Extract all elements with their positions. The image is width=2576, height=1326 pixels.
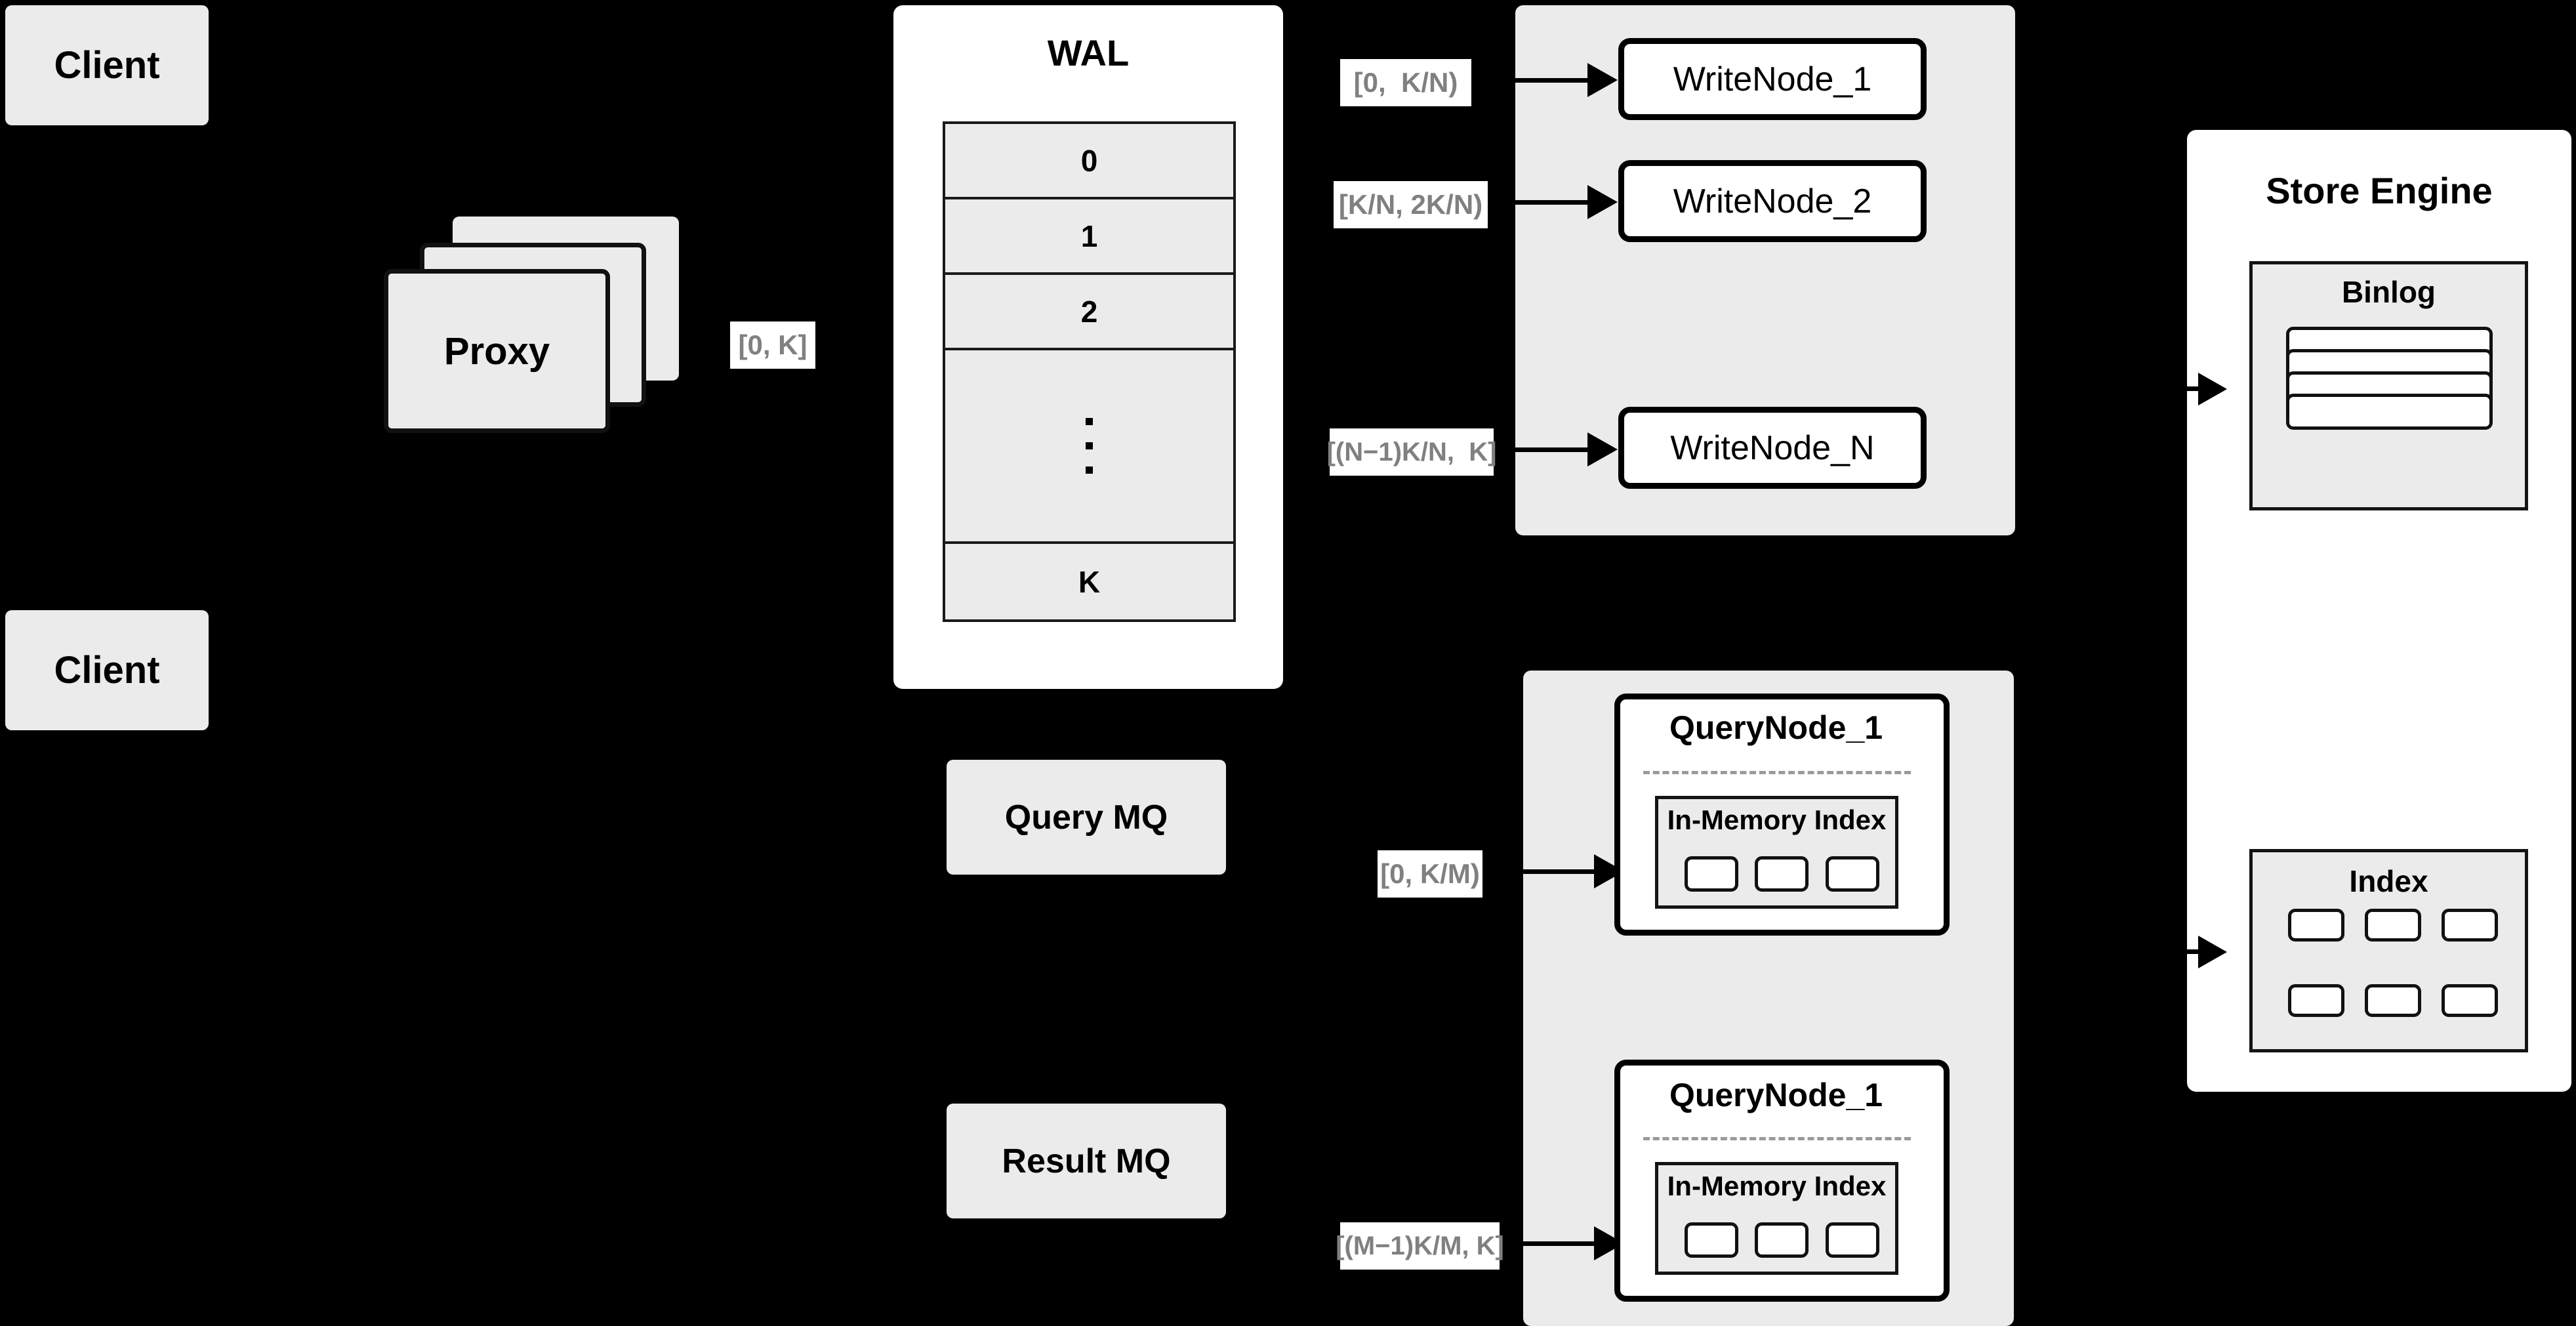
- store-index-title: Index: [2349, 864, 2428, 898]
- store-index-cell: [2442, 909, 2498, 942]
- querynode-2-separator: [1643, 1137, 1911, 1140]
- wal-row: 0: [945, 124, 1233, 199]
- wal-row: K: [1078, 564, 1101, 599]
- writenode-n[interactable]: WriteNode_N: [1618, 407, 1927, 489]
- binlog-row: [2286, 394, 2493, 430]
- querynode-2-inmemory-index-title: In-Memory Index: [1667, 1171, 1887, 1201]
- arrow-head-writenode-2: [1587, 185, 1618, 219]
- interval-querynode-2: [(M−1)K/M, K]: [1336, 1222, 1504, 1270]
- binlog-title: Binlog: [2341, 275, 2436, 309]
- arrow-line-writenode-2: [1494, 200, 1591, 205]
- result-mq-label: Result MQ: [1002, 1142, 1171, 1180]
- client-label-1: Client: [54, 44, 160, 87]
- arrow-line-querynode-2: [1506, 1241, 1597, 1246]
- store-index-cell: [2365, 909, 2421, 942]
- interval-writenode-n: [(N−1)K/N, K]: [1327, 428, 1496, 476]
- arrow-line-to-binlog: [2158, 386, 2200, 391]
- wal-row: 2: [945, 275, 1233, 350]
- querynode-1-index-cell: [1826, 856, 1879, 892]
- arrow-line-writenode-n: [1500, 447, 1591, 452]
- querynode-1-index-cell: [1755, 856, 1809, 892]
- store-index-cell: [2288, 984, 2344, 1017]
- querynode-group-ellipsis-icon: [1764, 938, 1777, 1024]
- arrow-head-to-binlog: [2198, 373, 2227, 405]
- client-box-2[interactable]: Client: [5, 610, 209, 730]
- arrow-head-to-index: [2198, 936, 2227, 968]
- client-label-2: Client: [54, 649, 160, 692]
- store-index-box: [2249, 849, 2528, 1052]
- store-index-cell: [2442, 984, 2498, 1017]
- writenode-n-label: WriteNode_N: [1670, 428, 1875, 467]
- client-box-1[interactable]: Client: [5, 5, 209, 125]
- store-engine-title: Store Engine: [2266, 169, 2493, 211]
- interval-proxy-to-wal: [0, K]: [730, 321, 815, 369]
- result-mq-box[interactable]: Result MQ: [947, 1104, 1226, 1218]
- writenode-group-ellipsis-icon: [1767, 262, 1780, 348]
- writenode-1-label: WriteNode_1: [1673, 60, 1872, 98]
- writenode-2-label: WriteNode_2: [1673, 182, 1872, 220]
- vertical-ellipsis-icon: [1086, 409, 1093, 482]
- writenode-1[interactable]: WriteNode_1: [1618, 38, 1927, 120]
- proxy-box[interactable]: Proxy: [384, 269, 610, 433]
- interval-querynode-1: [0, K/M): [1378, 850, 1482, 898]
- querynode-2-index-cell: [1826, 1222, 1879, 1258]
- query-mq-box[interactable]: Query MQ: [947, 760, 1226, 875]
- arrow-head-writenode-1: [1587, 63, 1618, 97]
- arrow-head-writenode-n: [1587, 432, 1618, 466]
- store-index-cell: [2288, 909, 2344, 942]
- wal-row-ellipsis: [945, 350, 1233, 544]
- wal-title: WAL: [1047, 31, 1130, 73]
- querynode-1-separator: [1643, 771, 1911, 774]
- proxy-label: Proxy: [443, 329, 550, 373]
- querynode-1-index-cell: [1685, 856, 1738, 892]
- arrow-line-querynode-1: [1489, 869, 1597, 874]
- querynode-1-label: QueryNode_1: [1669, 709, 1883, 746]
- wal-table: 0 1 2 K: [943, 121, 1236, 622]
- writenode-2[interactable]: WriteNode_2: [1618, 160, 1927, 242]
- interval-writenode-2: [K/N, 2K/N): [1334, 181, 1488, 228]
- querynode-2-index-cell: [1685, 1222, 1738, 1258]
- arrow-line-to-index: [2158, 949, 2200, 954]
- querynode-2-label: QueryNode_1: [1669, 1077, 1883, 1113]
- arrow-line-writenode-1: [1478, 78, 1591, 83]
- query-mq-label: Query MQ: [1004, 798, 1168, 837]
- wal-row: 1: [945, 199, 1233, 275]
- interval-writenode-1: [0, K/N): [1340, 59, 1471, 106]
- querynode-1-inmemory-index-title: In-Memory Index: [1667, 804, 1887, 835]
- querynode-2-index-cell: [1755, 1222, 1809, 1258]
- store-index-cell: [2365, 984, 2421, 1017]
